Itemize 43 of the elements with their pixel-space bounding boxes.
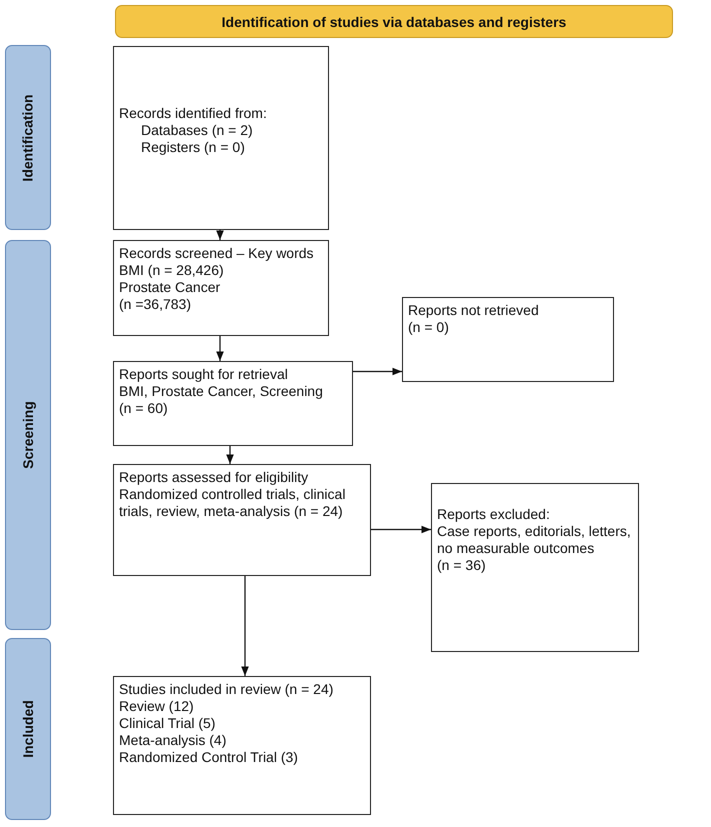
box-text: Databases (n = 2) (141, 122, 254, 139)
phase-band (5, 638, 51, 820)
box-text: Studies included in review (n = 24) (119, 681, 334, 698)
phase-label: Included (20, 700, 36, 758)
process-box (113, 361, 353, 446)
box-text: (n = 0) (408, 319, 450, 336)
box-text: Prostate Cancer (119, 279, 222, 296)
box-text: Reports sought for retrieval (119, 366, 289, 383)
box-text: Clinical Trial (5) (119, 715, 216, 732)
phase-band (5, 45, 51, 230)
box-text: Meta-analysis (4) (119, 732, 228, 749)
process-box (402, 297, 614, 382)
arrow (371, 526, 431, 534)
box-text: Records screened – Key words (119, 245, 315, 262)
box-text: (n =36,783) (119, 296, 192, 313)
box-text: Review (12) (119, 698, 195, 715)
box-text: (n = 36) (437, 557, 487, 574)
arrow (353, 368, 402, 376)
box-text: Records identified from: (119, 105, 268, 122)
phase-band (5, 240, 51, 630)
box-text: Case reports, editorials, letters, no measurable outcomes (437, 523, 632, 557)
box-text: (n = 60) (119, 400, 169, 417)
box-text: BMI, Prostate Cancer, Screening (119, 383, 324, 400)
box-text: Randomized controlled trials, clinical trials, review, meta-analysis (n = 24) (119, 486, 346, 520)
arrow (216, 336, 224, 361)
box-text: Reports assessed for eligibility (119, 469, 310, 486)
process-box (113, 240, 329, 336)
arrow (216, 230, 224, 240)
phase-label: Identification (20, 94, 36, 182)
box-text: BMI (n = 28,426) (119, 262, 225, 279)
arrow (241, 576, 249, 676)
box-text: Randomized Control Trial (3) (119, 749, 299, 766)
arrow (226, 446, 234, 464)
process-box (113, 464, 371, 576)
process-box (113, 46, 329, 230)
process-box (113, 676, 371, 815)
box-text: Registers (n = 0) (141, 139, 246, 156)
box-text: Reports not retrieved (408, 302, 540, 319)
section-header-bar (115, 5, 673, 38)
box-text: Reports excluded: (437, 506, 551, 523)
phase-label: Screening (20, 401, 36, 469)
process-box (431, 483, 639, 652)
header-text: Identification of studies via databases and registers (222, 14, 566, 30)
